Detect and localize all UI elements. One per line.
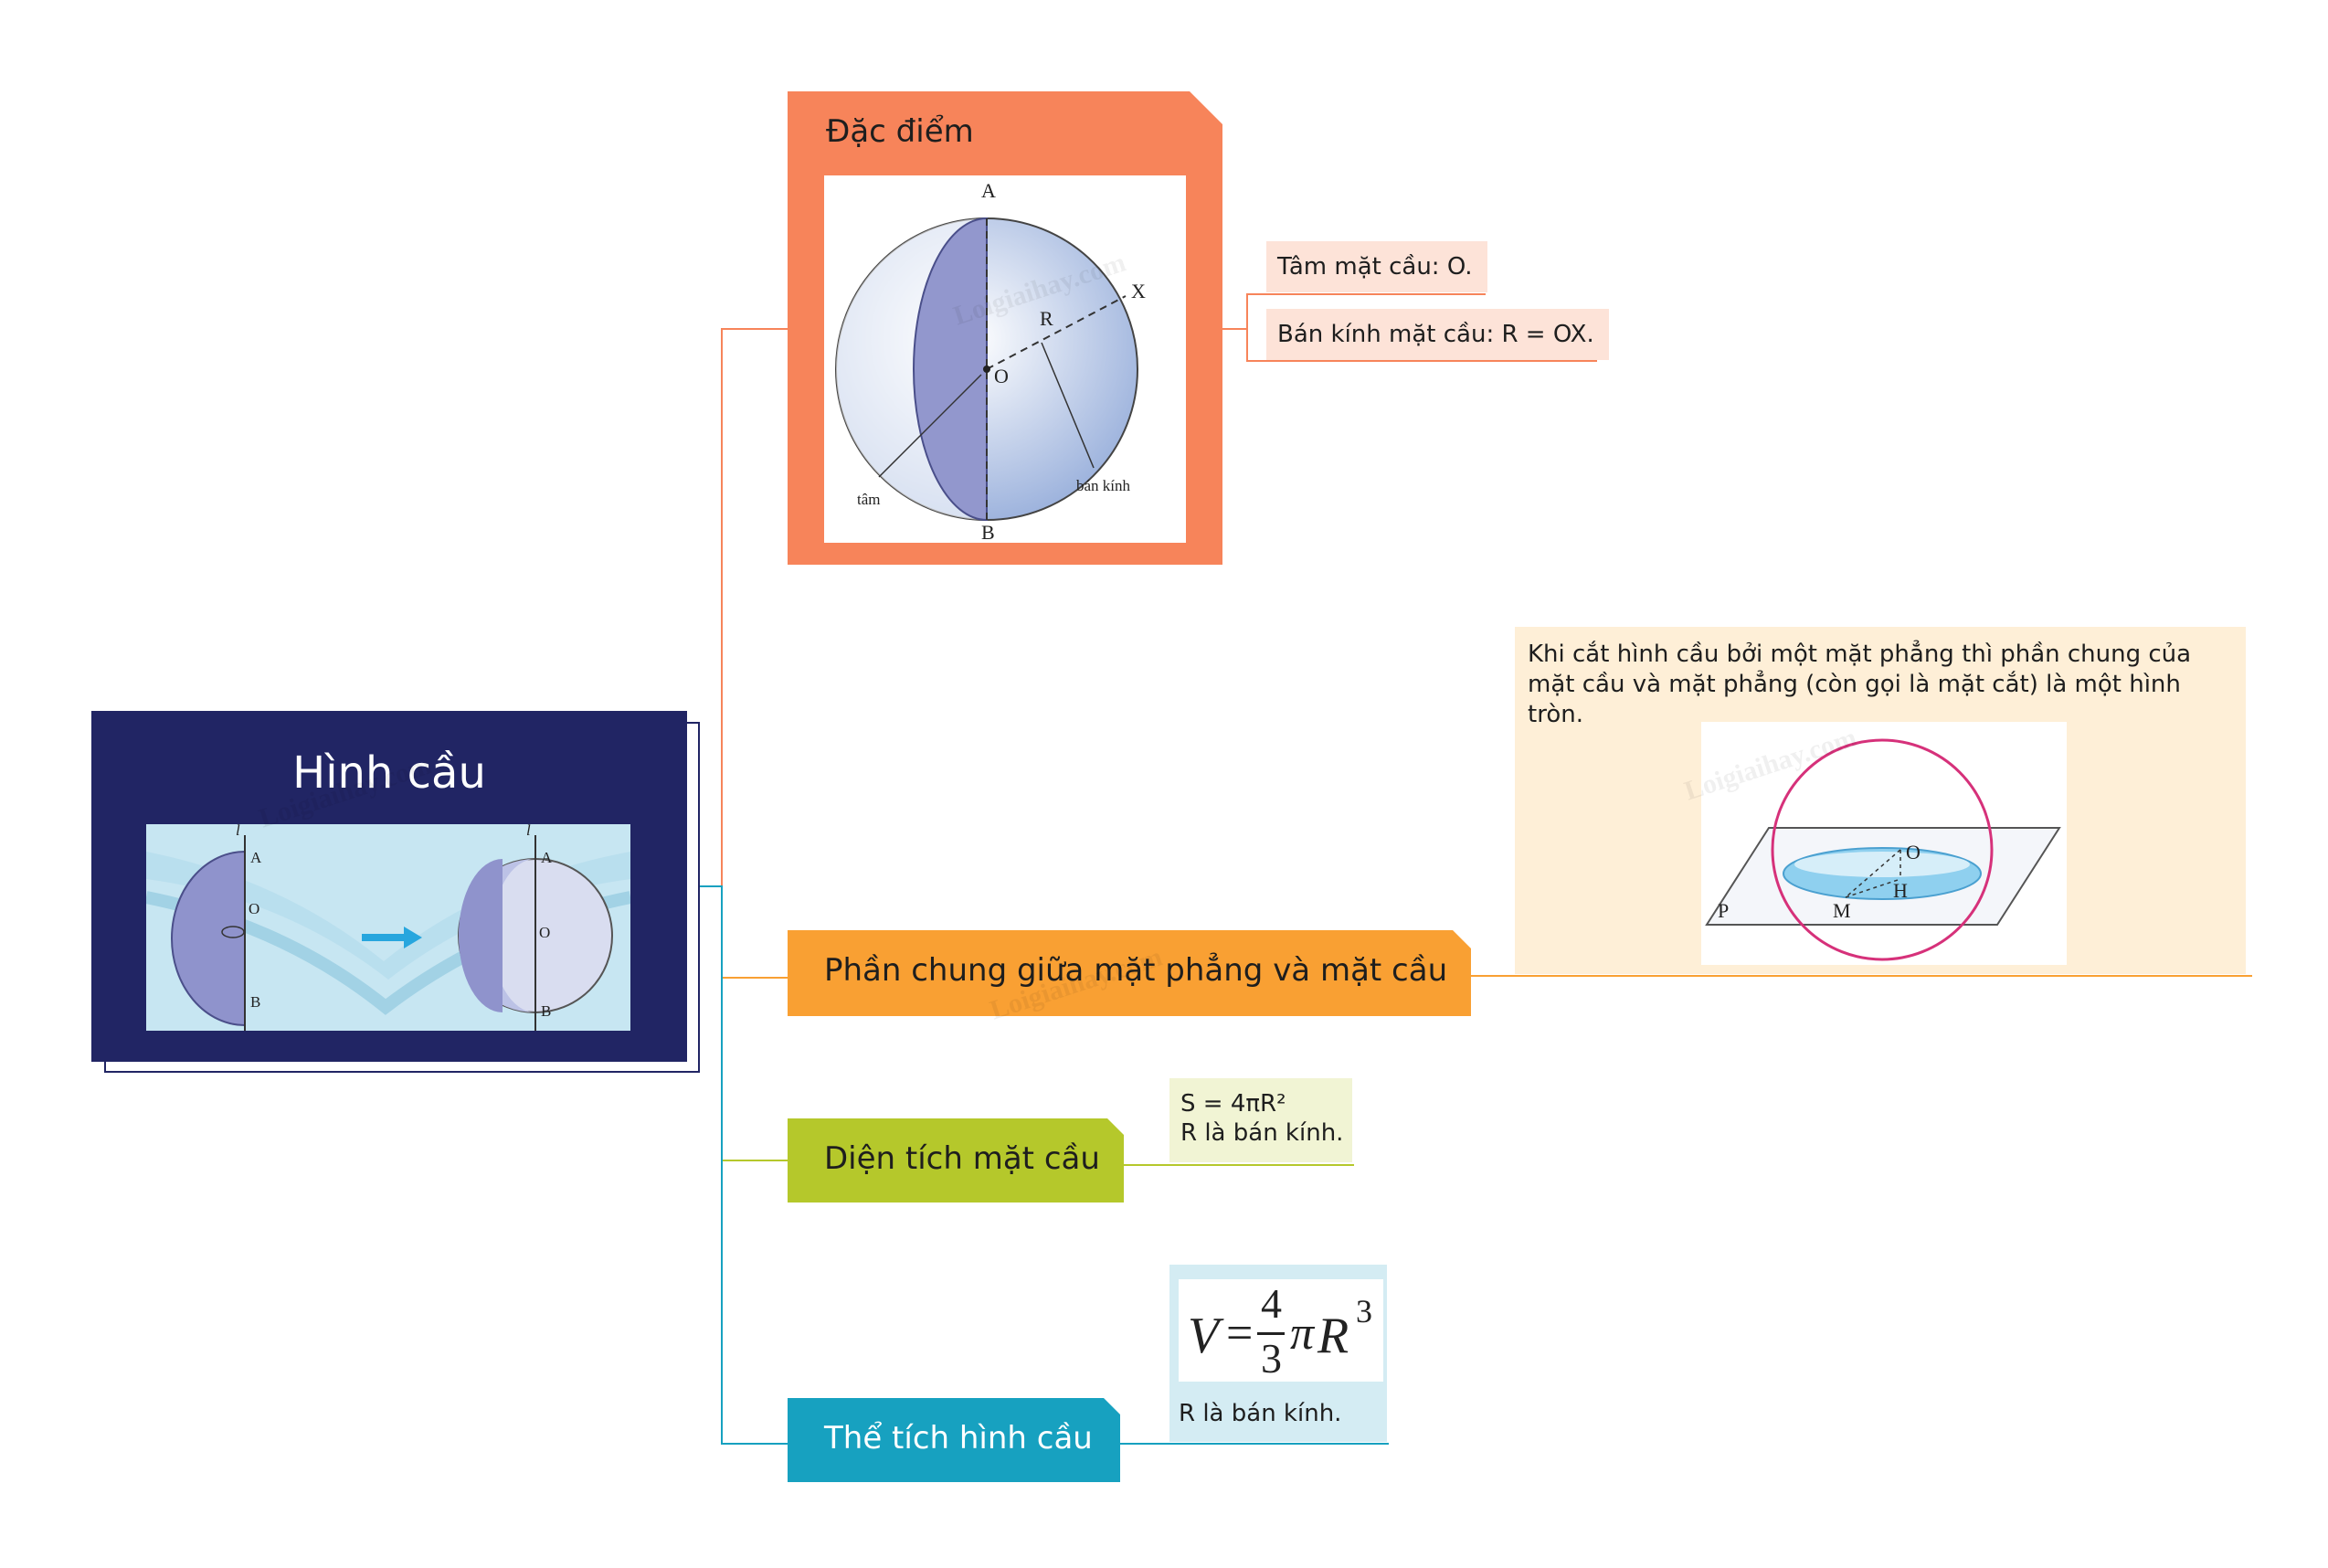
features-note-radius: Bán kính mặt cầu: R = OX. (1266, 309, 1609, 360)
volume-node[interactable]: Thể tích hình cầu (788, 1398, 1120, 1482)
features-label-center: tâm (857, 491, 881, 508)
fraction-bar (1257, 1332, 1285, 1335)
sphere-rotation-figure: l A O B l A O B (146, 824, 630, 1031)
root-label-b2: B (541, 1002, 551, 1020)
root-label-b1: B (250, 993, 260, 1011)
features-label-a: A (981, 179, 996, 202)
root-label-o2: O (539, 924, 550, 941)
features-title: Đặc điểm (826, 113, 974, 150)
volume-formula-v: V (1188, 1308, 1220, 1364)
sphere-features-figure: A B O X R tâm bán kính (824, 175, 1186, 543)
intersection-node[interactable]: Phần chung giữa mặt phẳng và mặt cầu (788, 930, 1471, 1016)
features-note-center: Tâm mặt cầu: O. (1266, 241, 1487, 292)
area-note: S = 4πR² R là bán kính. (1169, 1078, 1352, 1162)
root-label-o1: O (249, 900, 259, 917)
volume-formula-den: 3 (1261, 1335, 1282, 1382)
features-label-r: R (1040, 307, 1053, 330)
root-label-a2: A (541, 849, 553, 866)
features-label-x: X (1131, 280, 1146, 302)
section-label-m: M (1833, 899, 1851, 922)
features-label-b: B (981, 521, 995, 543)
section-label-p: P (1718, 899, 1729, 922)
root-label-l1: l (236, 824, 240, 839)
root-label-a1: A (250, 849, 262, 866)
area-node[interactable]: Diện tích mặt cầu (788, 1118, 1124, 1202)
volume-note-text: R là bán kính. (1179, 1400, 1342, 1427)
area-formula: S = 4πR² (1180, 1090, 1286, 1118)
intersection-note: Khi cắt hình cầu bởi một mặt phẳng thì p… (1515, 627, 2246, 974)
features-node[interactable]: Đặc điểm A B O X R tâm bán kính (788, 91, 1222, 565)
area-note-text: R là bán kính. (1180, 1119, 1344, 1147)
volume-formula-exp: 3 (1356, 1293, 1372, 1330)
section-label-o: O (1906, 841, 1921, 863)
intersection-note-text: Khi cắt hình cầu bởi một mặt phẳng thì p… (1528, 641, 2192, 728)
plane-section-figure: O H M P (1701, 722, 2067, 965)
features-label-o: O (994, 365, 1009, 387)
volume-formula: V = 4 3 π R 3 (1179, 1279, 1383, 1382)
volume-formula-eq: = (1226, 1308, 1254, 1360)
root-node[interactable]: Hình cầu l A O B l A O B (91, 711, 687, 1062)
root-label-l2: l (526, 824, 531, 839)
volume-formula-num: 4 (1261, 1280, 1282, 1327)
area-title: Diện tích mặt cầu (824, 1140, 1100, 1177)
volume-note: V = 4 3 π R 3 R là bán kính. (1169, 1265, 1387, 1442)
intersection-title: Phần chung giữa mặt phẳng và mặt cầu (824, 952, 1448, 989)
volume-formula-r: R (1317, 1308, 1349, 1364)
section-label-h: H (1893, 879, 1908, 902)
volume-formula-pi: π (1290, 1308, 1315, 1360)
volume-title: Thể tích hình cầu (824, 1420, 1093, 1457)
root-title: Hình cầu (292, 747, 486, 799)
features-label-radius: bán kính (1076, 477, 1131, 494)
arrow-right-icon (362, 927, 422, 948)
